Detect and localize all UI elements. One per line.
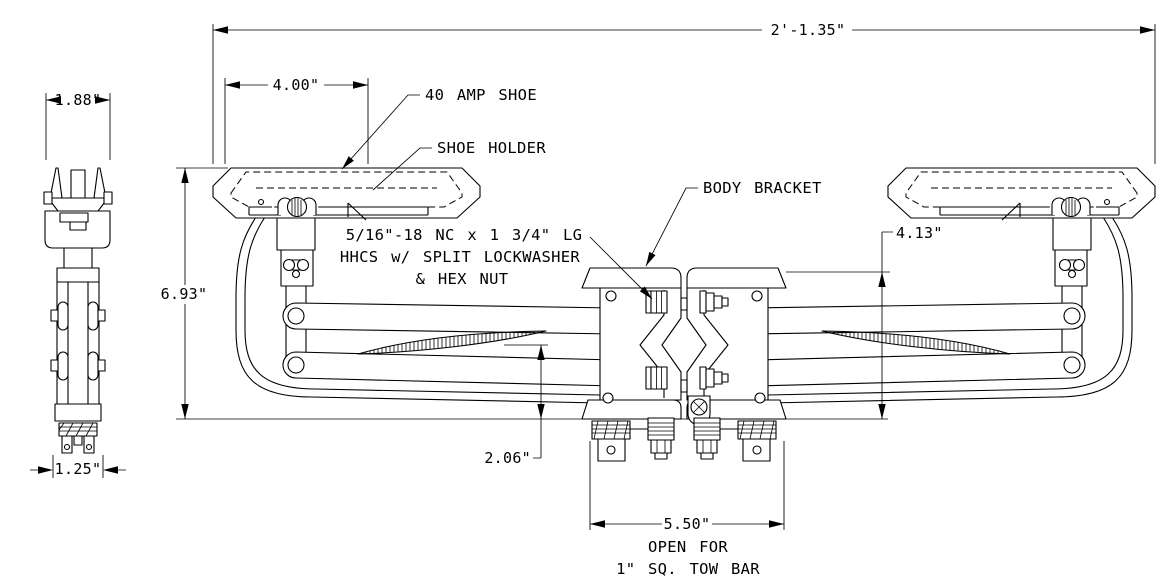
- dim-overall-height: 6.93": [161, 167, 228, 419]
- holder-pin: [286, 196, 308, 218]
- holder-pin: [1060, 196, 1082, 218]
- top-bolt-right: [699, 290, 729, 314]
- dim-collapsed-height: 2.06": [484, 344, 548, 467]
- right-upper-arm: [739, 302, 1086, 335]
- dim-end-view-base-text: 1.25": [55, 460, 102, 478]
- end-view-collar: [56, 267, 100, 283]
- dim-end-view-base: 1.25": [30, 455, 126, 478]
- dim-shoe-width-text: 4.00": [273, 76, 320, 94]
- svg-text:BODY BRACKET: BODY BRACKET: [703, 179, 822, 197]
- dimensions: 2'-1.35" 4.00" 1.88" 6.93" 4.13": [30, 21, 1156, 533]
- svg-text:1" SQ. TOW BAR: 1" SQ. TOW BAR: [616, 560, 760, 578]
- bottom-bolt-right: [699, 366, 729, 390]
- end-view-right-prong: [93, 167, 107, 199]
- right-shoe-holder-post: [1052, 214, 1092, 365]
- dim-overall-width: 2'-1.35": [212, 21, 1156, 164]
- label-body-bracket: BODY BRACKET: [645, 179, 822, 267]
- end-view-roller: [87, 301, 99, 331]
- end-view-column: [56, 282, 100, 405]
- left-shoe-holder-outline: [212, 167, 481, 219]
- svg-text:40 AMP SHOE: 40 AMP SHOE: [425, 86, 537, 104]
- label-shoe-holder: SHOE HOLDER: [372, 139, 546, 191]
- label-tow-bar-opening: OPEN FOR 1" SQ. TOW BAR: [616, 538, 760, 578]
- end-view-roller: [57, 301, 69, 331]
- top-bolt-left: [645, 290, 668, 314]
- dim-overall-width-text: 2'-1.35": [771, 21, 846, 39]
- left-shoe: [212, 167, 481, 221]
- annotations: 40 AMP SHOE SHOE HOLDER BODY BRACKET 5/1…: [340, 86, 822, 578]
- bottom-bolt-left: [645, 366, 668, 390]
- end-view-left-prong: [49, 167, 63, 199]
- left-upper-arm: [282, 302, 629, 335]
- end-view-center-post: [70, 169, 86, 198]
- label-fastener-note: 5/16"-18 NC x 1 3/4" LG HHCS w/ SPLIT LO…: [340, 226, 653, 300]
- left-cable: [235, 216, 601, 404]
- terminal-hardware: [591, 417, 777, 462]
- front-view: [176, 167, 1156, 462]
- right-cable: [767, 216, 1133, 404]
- end-view-roller: [87, 351, 99, 381]
- end-view-terminal: [58, 422, 98, 437]
- dim-linkage-height: 4.13": [786, 224, 943, 419]
- dim-tow-bar-opening: 5.50": [589, 441, 785, 533]
- svg-text:OPEN FOR: OPEN FOR: [648, 538, 728, 556]
- dim-end-view-top: 1.88": [45, 91, 111, 160]
- end-view-stem: [63, 248, 93, 268]
- end-view-base: [54, 403, 102, 422]
- right-shoe: [887, 167, 1156, 221]
- dim-collapsed-height-text: 2.06": [484, 449, 531, 467]
- center-spacer: [680, 379, 688, 393]
- svg-text:SHOE HOLDER: SHOE HOLDER: [437, 139, 546, 157]
- label-40-amp-shoe: 40 AMP SHOE: [341, 86, 537, 170]
- dim-linkage-height-text: 4.13": [896, 224, 943, 242]
- end-view-roller: [57, 351, 69, 381]
- end-view: [43, 167, 113, 454]
- dim-end-view-top-text: 1.88": [55, 91, 102, 109]
- end-view-left-tab: [43, 191, 53, 205]
- svg-text:& HEX NUT: & HEX NUT: [416, 270, 509, 288]
- left-lower-arm: [282, 351, 629, 387]
- svg-text:HHCS w/ SPLIT LOCKWASHER: HHCS w/ SPLIT LOCKWASHER: [340, 248, 581, 266]
- right-lower-arm: [739, 351, 1086, 387]
- svg-text:5/16"-18 NC x 1 3/4" LG: 5/16"-18 NC x 1 3/4" LG: [346, 226, 583, 244]
- left-leaf-spring: [357, 330, 547, 355]
- center-spacer: [680, 297, 688, 311]
- left-shoe-holder-post: [276, 214, 316, 365]
- left-bracket-bottom-flange: [581, 399, 682, 420]
- dim-overall-height-text: 6.93": [161, 285, 208, 303]
- right-leaf-spring: [821, 330, 1011, 355]
- dim-tow-bar-opening-text: 5.50": [664, 515, 711, 533]
- right-shoe-hidden-outline: [905, 171, 1138, 208]
- right-shoe-holder-outline: [887, 167, 1156, 219]
- left-shoe-hidden-outline: [230, 171, 463, 208]
- end-view-right-tab: [103, 191, 113, 205]
- right-bracket-top-flange: [686, 267, 787, 289]
- dim-shoe-width: 4.00": [224, 76, 369, 164]
